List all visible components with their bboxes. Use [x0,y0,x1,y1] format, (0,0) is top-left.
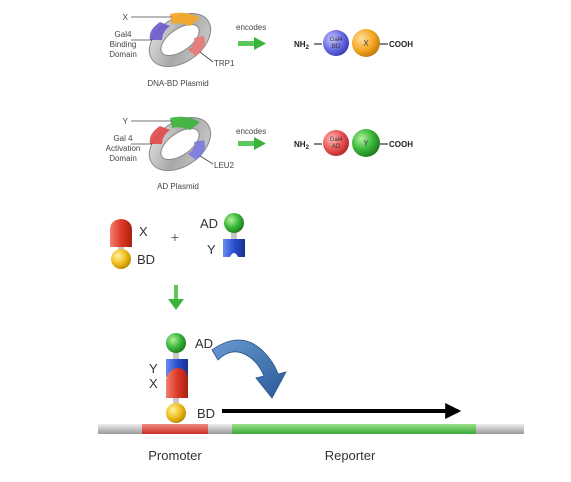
x-protein-ball [352,29,380,57]
complex-bd-label: BD [197,406,215,421]
ad-domain-segment [149,126,170,144]
complex-x-label: X [149,376,158,391]
promoter-label: Promoter [148,448,202,463]
encodes-label-1: encodes [236,23,266,32]
down-arrow [168,285,184,310]
free-x-label: X [139,224,148,239]
reporter-region [232,424,476,434]
dna-bd-insert-segment [170,12,200,26]
ad-marker-segment [188,140,205,160]
ad-insert-label: Y [123,117,129,126]
dna-bd-domain-label-1: Gal4 [115,30,132,39]
y-protein-ball [352,129,380,157]
promoter-region [142,424,208,434]
free-y-label: Y [207,242,216,257]
complex-x-shape [166,368,188,398]
bound-complex: AD Y X BD [149,333,215,423]
protein-domain-label-1b: BD [332,44,341,50]
ad-domain-label-3: Domain [109,154,137,163]
dna-bd-plasmid-group: X Gal4 Binding Domain TRP1 DNA-BD Plasmi… [109,12,413,88]
dna-bd-domain-label-3: Domain [109,50,137,59]
reporter-label: Reporter [325,448,376,463]
protein-insert-label-2: Y [363,139,369,148]
protein-insert-label-1: X [363,39,369,48]
n-terminus-label-1: NH2 [294,40,310,51]
encodes-label-2: encodes [236,127,266,136]
ad-marker-label: LEU2 [214,161,235,170]
free-ad-label: AD [200,216,218,231]
complex-ad-ball [166,333,186,353]
ad-y-fusion-protein: AD Y [200,213,245,257]
x-bait-shape [110,219,132,247]
ad-domain-label-1: Gal 4 [113,134,133,143]
dna-bd-domain-label-2: Binding [110,40,137,49]
dna-bd-marker-segment [188,36,205,56]
dna-bd-plasmid-ring [148,12,212,68]
protein-domain-label-2b: AD [332,144,341,150]
y-prey-shape [223,239,245,257]
protein-domain-label-2a: Gal4 [330,137,343,143]
c-terminus-label-1: COOH [389,40,413,49]
dna-bd-marker-label: TRP1 [214,59,235,68]
gal4-bd-protein-ball [323,30,349,56]
encodes-arrow-2 [238,137,266,150]
complex-y-label: Y [149,361,158,376]
protein-domain-label-1a: Gal4 [330,37,343,43]
free-bd-label: BD [137,252,155,267]
c-terminus-label-2: COOH [389,140,413,149]
ad-domain-label-2: Activation [106,144,141,153]
n-terminus-label-2: NH2 [294,140,310,151]
plus-sign: + [171,229,179,245]
dna-bd-domain-segment [149,22,170,40]
bd-domain-ball [111,249,131,269]
ad-plasmid-group: Y Gal 4 Activation Domain LEU2 AD Plasmi… [106,116,413,191]
dna-bd-plasmid-name: DNA-BD Plasmid [147,79,208,88]
bd-x-fusion-protein: X BD [110,219,155,269]
complex-bd-ball [166,403,186,423]
dna-backbone [98,424,524,434]
ad-domain-ball [224,213,244,233]
activation-curved-arrow [211,339,287,399]
ad-plasmid-ring [148,116,212,172]
dna-bd-insert-label: X [123,13,129,22]
ad-plasmid-name: AD Plasmid [157,182,199,191]
gal4-ad-protein-ball [323,130,349,156]
encodes-arrow-1 [238,37,266,50]
ad-insert-segment [170,116,200,130]
complex-ad-label: AD [195,336,213,351]
